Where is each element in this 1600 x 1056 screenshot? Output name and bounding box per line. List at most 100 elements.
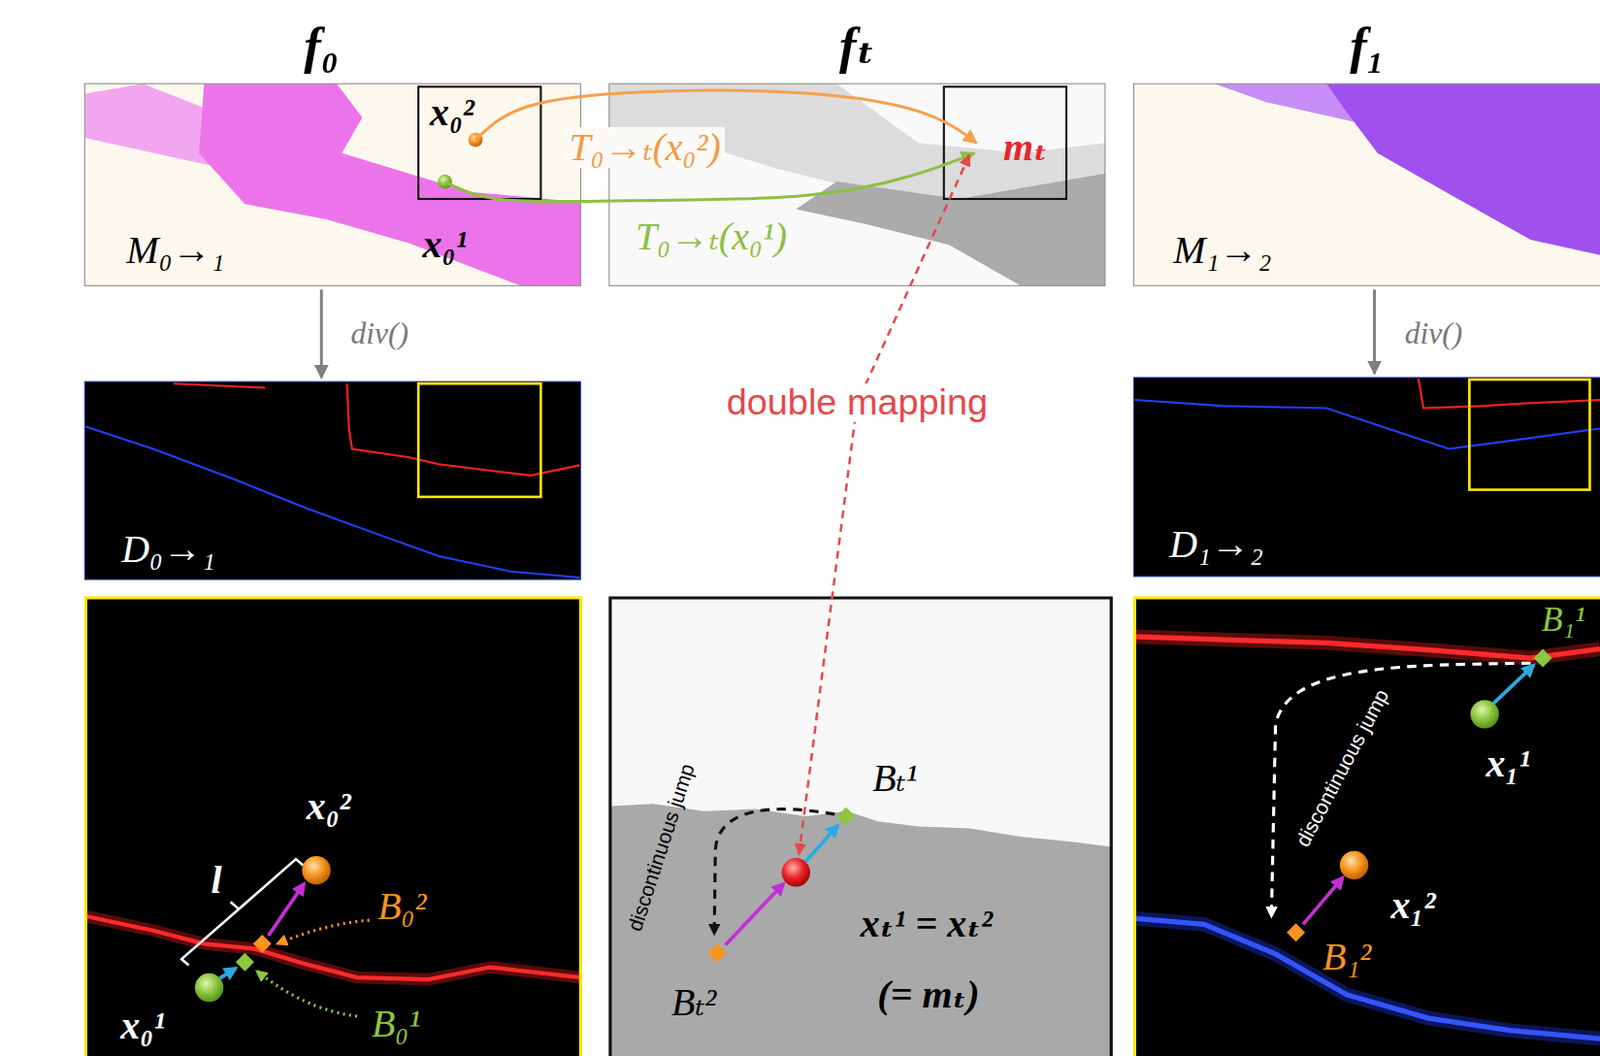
frame-shapes — [609, 83, 1106, 286]
figure-panel: B₁¹ discontinuous jump x₁¹ x₁² B₁² — [1133, 596, 1600, 1056]
figure-panel: D₀→₁ — [84, 381, 581, 580]
divergence-line — [173, 383, 581, 476]
panel-label: f₀ — [303, 20, 339, 72]
divergence-line — [1134, 399, 1600, 449]
object-region — [198, 83, 581, 286]
panel-label: M₀→₁ — [126, 230, 225, 270]
panel-label: M₁→₂ — [1173, 230, 1272, 270]
mapping-arrow — [798, 155, 970, 854]
panel-label: (= mₜ) — [877, 975, 980, 1014]
panel-label: B₀² — [377, 886, 426, 926]
panel-label: f₁ — [1349, 20, 1385, 72]
zoom-border — [85, 597, 581, 1056]
panel-label: D₁→₂ — [1169, 524, 1264, 564]
divergence-line — [85, 425, 580, 578]
edge-label: double mapping — [722, 383, 992, 423]
boundary-glow — [85, 915, 581, 980]
panel-label: x₀¹ — [120, 1006, 165, 1045]
edge-label: T₀→ₜ(x₀¹) — [635, 217, 787, 257]
frame-ground — [609, 83, 1106, 286]
boundary-point — [253, 934, 272, 953]
panel-label: fₜ — [839, 20, 876, 72]
panel-label: x₀² — [429, 93, 475, 132]
edge-label: div() — [350, 318, 409, 350]
pixel-point — [195, 973, 224, 1002]
panel-label: mₜ — [1003, 129, 1048, 168]
boundary-line — [1133, 636, 1600, 658]
zoom-box — [944, 86, 1067, 199]
panel-label: discontinuous jump — [624, 760, 699, 934]
boundary-point — [235, 952, 255, 972]
zoom-box — [1469, 379, 1590, 490]
offset-arrow — [1493, 664, 1535, 704]
boundary-point — [708, 943, 727, 962]
edge-label: div() — [1404, 318, 1464, 350]
panel-border — [84, 83, 581, 286]
divergence-map — [1133, 377, 1600, 577]
boundary-glow — [1133, 917, 1600, 1039]
divergence-map — [84, 381, 581, 580]
figure-panel: l x₀² B₀² x₀¹ B₀¹ — [84, 596, 582, 1056]
pointer-arrow — [277, 919, 370, 944]
boundary-point — [836, 807, 855, 826]
mapping-arrow — [320, 289, 324, 378]
panel-label: B₀¹ — [371, 1004, 421, 1044]
figure-panel: f₀x₀²x₀¹M₀→₁ — [84, 83, 581, 286]
panel-label: B₁² — [1322, 937, 1372, 977]
jump-arrow — [1271, 662, 1531, 916]
boundary-line — [85, 915, 581, 980]
mapped-point — [782, 857, 811, 886]
panel-label: x₀¹ — [423, 225, 468, 264]
zoom-ground — [609, 596, 1112, 1056]
pixel-point — [301, 855, 330, 884]
flow-map-ground — [1133, 83, 1600, 286]
boundary-point — [1286, 922, 1306, 942]
object-region — [610, 803, 1111, 1056]
pixel-point — [1469, 699, 1499, 728]
zoom-border — [1134, 597, 1600, 1056]
zoom-ground — [84, 596, 582, 1056]
panel-label: discontinuous jump — [1291, 685, 1392, 849]
boundary-line — [1133, 917, 1600, 1039]
offset-arrow — [805, 824, 839, 862]
divergence-line — [1418, 378, 1600, 408]
panel-label: x₁² — [1391, 885, 1437, 925]
boundary-point — [1534, 649, 1553, 668]
jump-arrow — [714, 809, 835, 934]
zoom-box — [418, 86, 541, 199]
edge-label: T₀→ₜ(x₀²) — [565, 128, 725, 169]
panel-label: l — [210, 860, 222, 900]
point-marker — [437, 174, 453, 190]
flow-map-shapes — [1213, 83, 1600, 256]
object-region — [1326, 83, 1600, 256]
panel-label: x₀² — [306, 786, 352, 826]
figure-panel: discontinuous jump Bₜ¹ xₜ¹ = xₜ² (= mₜ) Bₜ² — [609, 596, 1112, 1056]
zoom-box — [418, 383, 541, 497]
mapping-arrow — [475, 90, 977, 143]
pixel-point — [1339, 850, 1369, 880]
panel-label: Bₜ¹ — [872, 758, 917, 798]
offset-arrow — [725, 882, 784, 945]
zoom-ground — [1133, 596, 1600, 1056]
panel-border — [1133, 83, 1600, 286]
boundary-glow — [1133, 636, 1600, 658]
flow-map-ground — [84, 83, 581, 286]
panel-label: xₜ¹ = xₜ² — [860, 904, 993, 944]
offset-arrow — [268, 882, 305, 936]
figure-panel: f₁M₁→₂ — [1133, 83, 1600, 286]
mapping-arrow — [1372, 289, 1376, 374]
figure-panel: D₁→₂ — [1133, 377, 1600, 577]
offset-arrow — [219, 968, 236, 980]
panel-label: Bₜ² — [671, 982, 717, 1022]
pointer-arrow — [257, 971, 358, 1016]
panel-label: B₁¹ — [1541, 603, 1586, 639]
panel-label: D₀→₁ — [121, 529, 216, 569]
zoom-border — [610, 597, 1111, 1056]
panel-border — [609, 83, 1106, 286]
offset-arrow — [1303, 877, 1343, 924]
panel-label: x₁¹ — [1485, 744, 1531, 784]
